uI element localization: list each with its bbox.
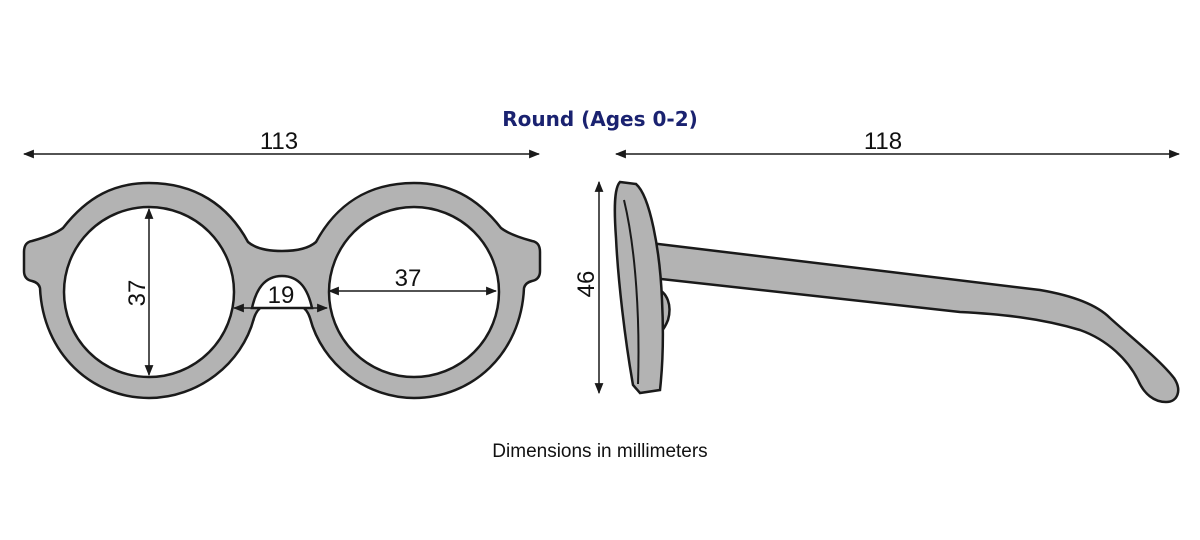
lens-width-label: 37 <box>395 265 422 292</box>
diagram-title: Round (Ages 0-2) <box>502 107 698 131</box>
lens-height-label: 37 <box>124 280 151 307</box>
temple-length-label: 118 <box>864 128 902 155</box>
overall-width-label: 113 <box>260 128 298 155</box>
bridge-width-label: 19 <box>268 282 295 309</box>
side-view-frame <box>613 180 1180 404</box>
front-view-frame <box>22 181 542 400</box>
units-caption: Dimensions in millimeters <box>492 441 708 462</box>
frame-height-label: 46 <box>573 271 600 298</box>
